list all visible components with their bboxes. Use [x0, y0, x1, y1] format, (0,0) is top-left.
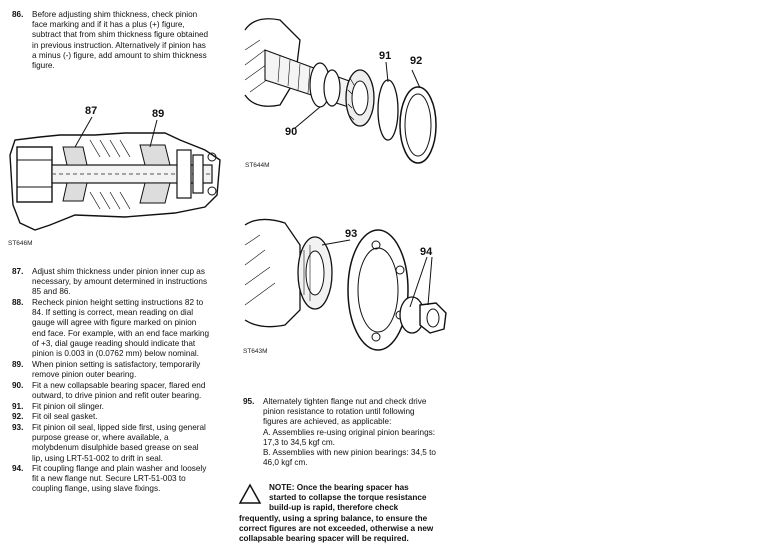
caution-note: NOTE: Once the bearing spacer has starte… [239, 483, 469, 544]
step-line: necessary, by amount determined in instr… [32, 277, 208, 287]
callout-87: 87 [85, 105, 98, 117]
callout-91: 91 [379, 50, 392, 62]
step-line: pinion resistance to rotation until foll… [263, 407, 415, 417]
step-number: 92. [12, 412, 24, 421]
warning-triangle-icon [238, 483, 262, 504]
callout-92: 92 [410, 55, 423, 67]
note-line: started to collapse the torque resistanc… [269, 493, 427, 503]
note-line: correct figures are not exceeded, otherw… [239, 523, 434, 533]
step-line: outward, to drive pinion and refit outer… [32, 391, 202, 401]
step-line: Fit oil seal gasket. [32, 412, 98, 421]
step-line: Adjust shim thickness under pinion inner… [32, 267, 205, 276]
step-line: end face. For example, with an end face … [32, 328, 210, 338]
step-line: a minus (-) figure, add amount to shim t… [32, 50, 207, 60]
step-line: coupling flange, using slave fixings. [32, 484, 161, 494]
step-number: 87. [12, 267, 24, 276]
note-line: NOTE: Once the bearing spacer has [269, 483, 409, 492]
step-number: 91. [12, 402, 24, 411]
step-text: Before adjusting shim thickness, check p… [32, 10, 208, 71]
step-line: lip, using LRT-51-002 to drift in seal. [32, 453, 163, 463]
step-number: 90. [12, 381, 24, 390]
step-line: subtract that from shim thickness figure… [32, 30, 209, 40]
step-line: in previous instruction. Alternatively i… [32, 40, 206, 50]
step-line: figures are achieved, as applicable: [263, 417, 392, 427]
callout-90: 90 [285, 126, 298, 138]
step-line: Recheck pinion height setting instructio… [32, 298, 204, 307]
pinion-housing-drawing [9, 116, 221, 231]
step-text: When pinion setting is satisfactory, tem… [32, 360, 200, 380]
step-line: Alternately tighten flange nut and check… [263, 397, 427, 406]
step-text: Fit pinion oil seal, lipped side first, … [32, 423, 206, 464]
figure-bearing-slinger-gasket: 91 92 90 ST644M [240, 10, 470, 175]
step-line: pinion is 0.003 in (0.0762 mm) below nom… [32, 349, 200, 359]
figure-id: ST644M [245, 162, 270, 169]
step-line: 17,3 to 34,5 kgf cm. [263, 437, 335, 447]
step-line: A. Assemblies re-using original pinion b… [263, 427, 436, 437]
step-text: Fit oil seal gasket. [32, 412, 98, 422]
step-line: fit a new flange nut. Secure LRT-51-003 … [32, 474, 186, 484]
step-line: Fit a new collapsable bearing spacer, fl… [32, 381, 206, 390]
step-text: Fit coupling flange and plain washer and… [32, 464, 206, 495]
bearing-slinger-gasket-drawing [244, 18, 437, 164]
callout-93: 93 [345, 228, 358, 240]
note-line: frequently, using a spring balance, to e… [239, 513, 428, 523]
figure-pinion-housing: 87 89 ST646M [5, 95, 230, 255]
step-number: 86. [12, 10, 24, 19]
step-line: Fit coupling flange and plain washer and… [32, 464, 207, 473]
step-text: Alternately tighten flange nut and check… [263, 397, 436, 468]
step-number: 93. [12, 423, 24, 432]
step-text: Recheck pinion height setting instructio… [32, 298, 209, 359]
step-line: remove pinion outer bearing. [32, 370, 137, 380]
note-line: build-up is rapid, therefore check [269, 503, 399, 513]
step-line: face marking and if it has a plus (+) fi… [32, 20, 185, 30]
step-line: When pinion setting is satisfactory, tem… [32, 360, 201, 369]
note-line: collapsable bearing spacer will be requi… [239, 534, 409, 544]
step-line: figure. [32, 61, 55, 71]
step-line: 85 and 86. [32, 287, 71, 297]
callout-94: 94 [420, 246, 433, 258]
step-number: 88. [12, 298, 24, 307]
step-line: 46,0 kgf cm. [263, 458, 308, 468]
step-line: Before adjusting shim thickness, check p… [32, 10, 198, 19]
step-number: 94. [12, 464, 24, 473]
step-line: of +3, dial gauge reading should indicat… [32, 338, 196, 348]
step-line: Fit pinion oil slinger. [32, 402, 104, 411]
figure-oil-seal-flange: 93 94 ST643M [240, 215, 470, 365]
step-text: Fit a new collapsable bearing spacer, fl… [32, 381, 205, 401]
step-line: molybdenum disulphide based grease on se… [32, 443, 199, 453]
step-line: B. Assemblies with new pinion bearings: … [263, 448, 436, 458]
step-line: purpose grease or, where available, a [32, 433, 169, 443]
step-text: Fit pinion oil slinger. [32, 402, 104, 412]
oil-seal-flange-drawing [244, 218, 447, 351]
step-text: Adjust shim thickness under pinion inner… [32, 267, 207, 298]
figure-id: ST646M [8, 240, 33, 247]
step-line: Fit pinion oil seal, lipped side first, … [32, 423, 206, 432]
callout-89: 89 [152, 108, 165, 120]
step-number: 95. [243, 397, 255, 406]
figure-id: ST643M [243, 348, 268, 355]
step-line: 84. If setting is correct, mean reading … [32, 308, 194, 318]
step-number: 89. [12, 360, 24, 369]
step-line: gauge will agree with figure marked on p… [32, 318, 197, 328]
